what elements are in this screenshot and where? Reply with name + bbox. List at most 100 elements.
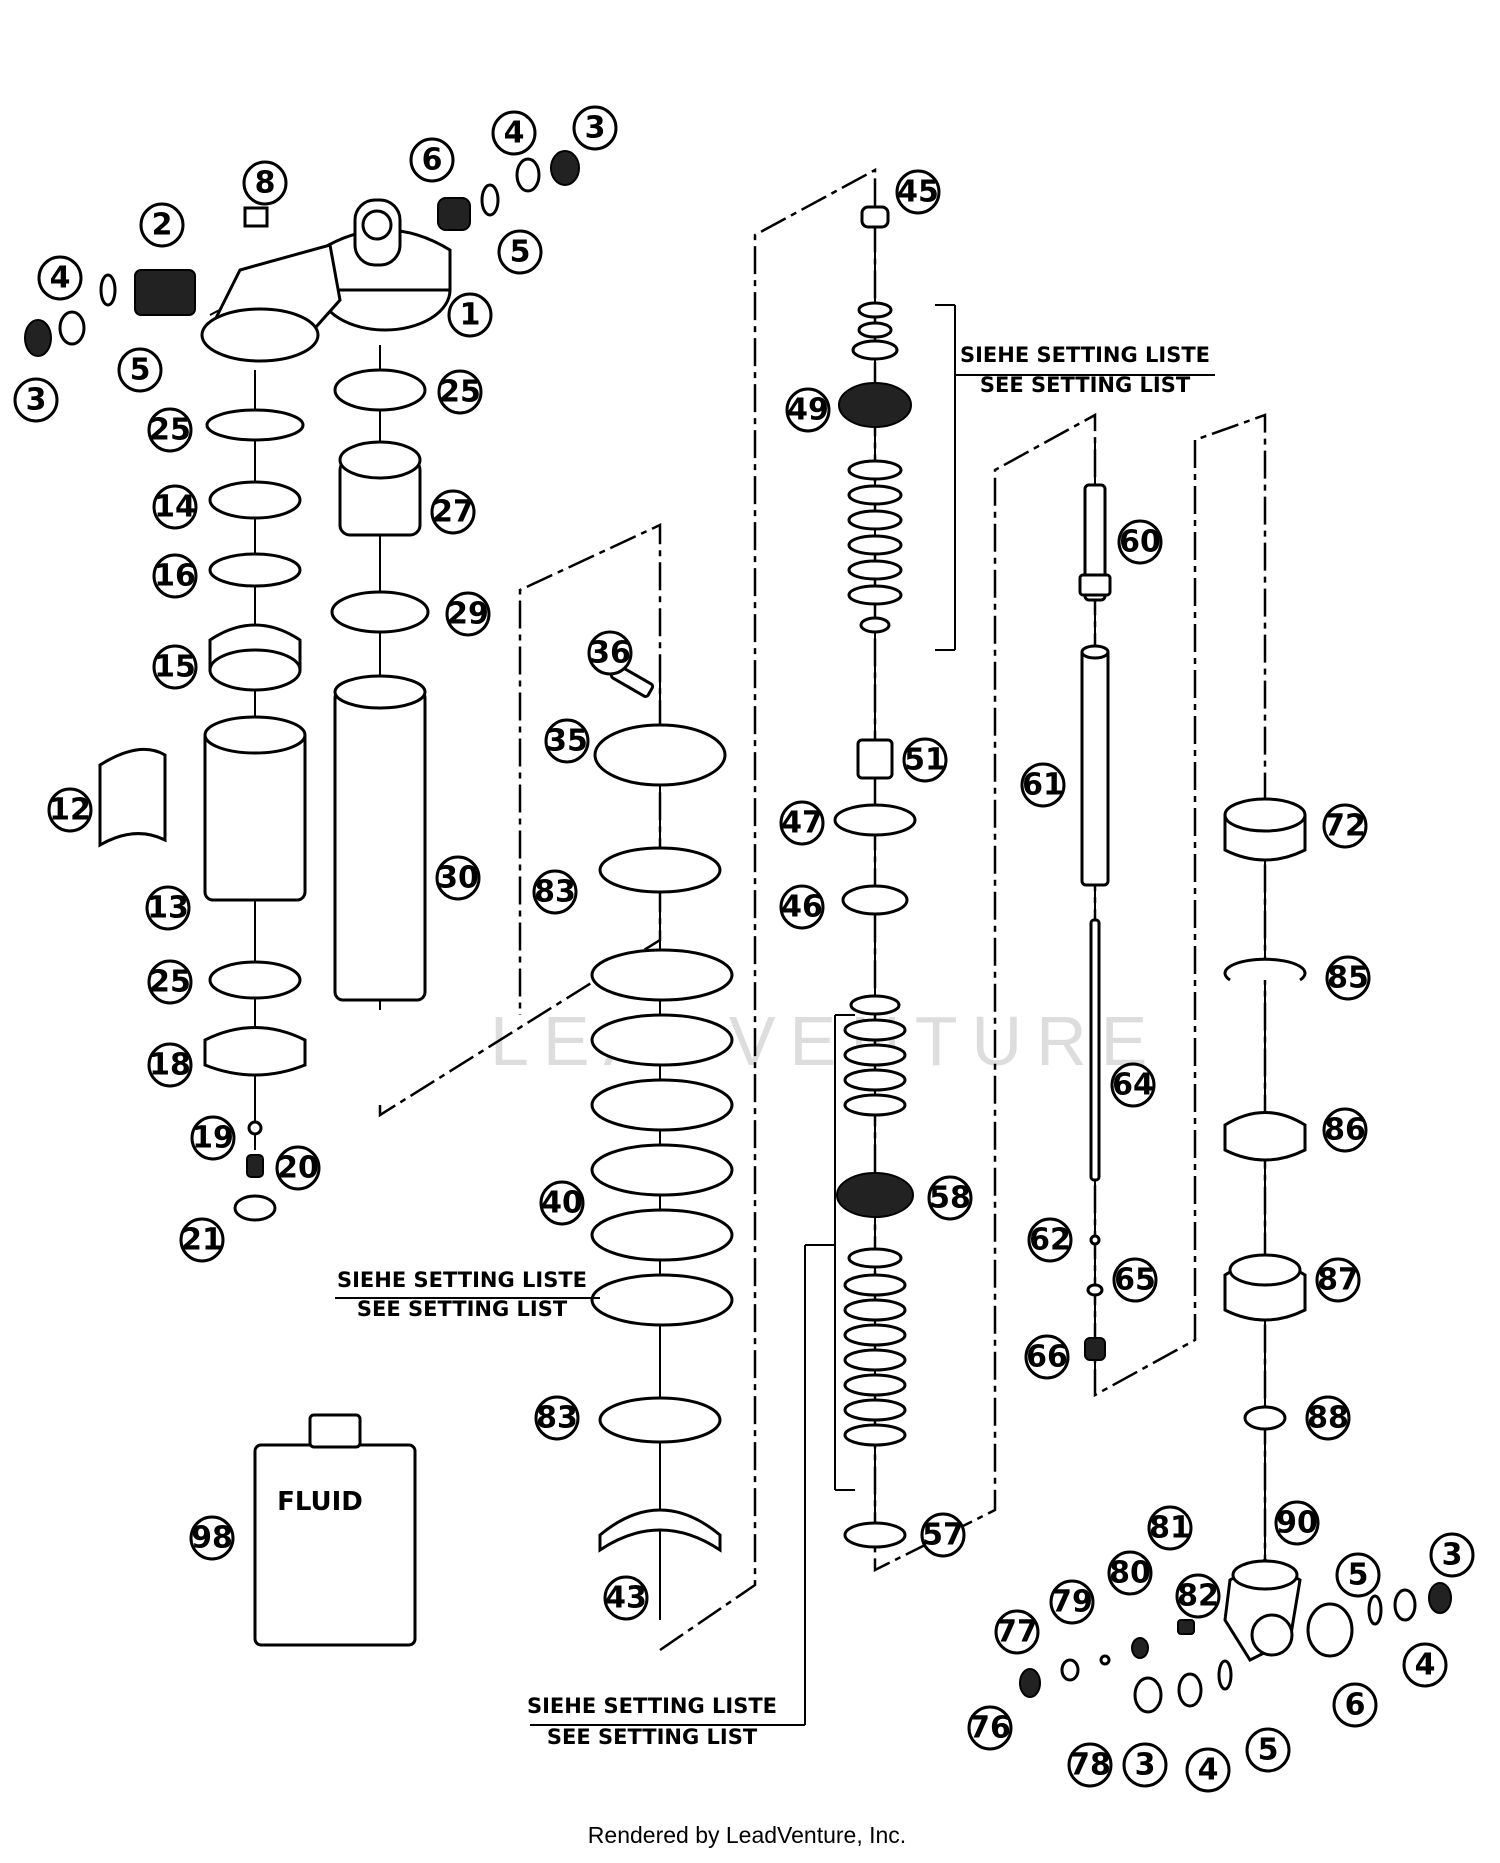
callout: 27 <box>430 489 476 535</box>
callout: 21 <box>179 1217 225 1263</box>
callout: 4 <box>37 255 83 301</box>
bottom-eye-assembly <box>1019 1558 1452 1714</box>
callout-label: 5 <box>1348 1558 1369 1593</box>
callout-label: 20 <box>277 1151 319 1186</box>
callout-label: 82 <box>1177 1579 1219 1614</box>
callout-label: 3 <box>585 111 606 146</box>
callout-label: 18 <box>149 1048 191 1083</box>
callout-label: 43 <box>605 1581 647 1616</box>
callout-label: 36 <box>589 636 631 671</box>
callout: 25 <box>147 959 193 1005</box>
callout-label: 19 <box>192 1121 234 1156</box>
left-column-parts <box>98 408 307 1222</box>
callout: 6 <box>1332 1682 1378 1728</box>
callout-label: 81 <box>1149 1511 1191 1546</box>
callout-label: 49 <box>787 393 829 428</box>
setting-note-line1: SIEHE SETTING LISTE <box>527 1694 777 1718</box>
callout: 19 <box>190 1115 236 1161</box>
callout: 3 <box>1429 1532 1475 1578</box>
callout: 57 <box>920 1512 966 1558</box>
callout-label: 14 <box>154 490 196 525</box>
callout-label: 79 <box>1051 1585 1093 1620</box>
callout-label: 4 <box>1198 1753 1219 1788</box>
callout: 12 <box>47 787 93 833</box>
callout: 3 <box>13 377 59 423</box>
callout: 49 <box>785 387 831 433</box>
callout-label: 72 <box>1324 809 1366 844</box>
callout: 43 <box>603 1575 649 1621</box>
callout: 80 <box>1107 1550 1153 1596</box>
callout: 15 <box>152 644 198 690</box>
callout: 16 <box>152 553 198 599</box>
callout: 61 <box>1020 762 1066 808</box>
callout: 77 <box>994 1609 1040 1655</box>
shock-head-assembly <box>24 150 580 363</box>
callout-label: 30 <box>437 861 479 896</box>
callout-label: 6 <box>422 143 443 178</box>
callout-label: 86 <box>1324 1113 1366 1148</box>
callout-label: 13 <box>147 891 189 926</box>
callout: 5 <box>1245 1727 1291 1773</box>
callout-label: 90 <box>1276 1506 1318 1541</box>
spring-column-parts <box>590 664 734 1553</box>
callout-label: 25 <box>149 965 191 1000</box>
setting-note-line2: SEE SETTING LIST <box>980 373 1191 397</box>
callout-label: 16 <box>154 559 196 594</box>
callout-label: 47 <box>781 806 823 841</box>
callout-label: 60 <box>1119 525 1161 560</box>
fluid-bottle: FLUID <box>253 1413 417 1647</box>
callout-label: 29 <box>447 597 489 632</box>
callout-label: 4 <box>50 261 71 296</box>
callout-label: 6 <box>1345 1688 1366 1723</box>
setting-note-line1: SIEHE SETTING LISTE <box>337 1268 587 1292</box>
callout-label: 51 <box>904 743 946 778</box>
callout-label: 3 <box>1442 1538 1463 1573</box>
callout: 72 <box>1322 803 1368 849</box>
callout-label: 5 <box>510 235 531 270</box>
setting-note-spring: SIEHE SETTING LISTE SEE SETTING LIST <box>335 1268 600 1321</box>
callout-label: 78 <box>1069 1748 1111 1783</box>
callout: 3 <box>572 105 618 151</box>
callout-label: 80 <box>1109 1556 1151 1591</box>
callout: 5 <box>117 347 163 393</box>
setting-note-line2: SEE SETTING LIST <box>547 1725 758 1749</box>
callout: 60 <box>1117 519 1163 565</box>
callout-label: 5 <box>1258 1733 1279 1768</box>
callout: 86 <box>1322 1107 1368 1153</box>
callout: 82 <box>1175 1573 1221 1619</box>
right-column-parts <box>1223 797 1307 1431</box>
callout: 98 <box>189 1515 235 1561</box>
callout: 4 <box>1402 1642 1448 1688</box>
callout: 79 <box>1049 1579 1095 1625</box>
callout-label: 25 <box>149 413 191 448</box>
callout-label: 83 <box>534 875 576 910</box>
callout: 90 <box>1274 1500 1320 1546</box>
callout: 78 <box>1067 1742 1113 1788</box>
callout-label: 88 <box>1307 1401 1349 1436</box>
credit-text: Rendered by LeadVenture, Inc. <box>588 1822 906 1848</box>
callout-label: 57 <box>922 1518 964 1553</box>
callout-label: 25 <box>439 375 481 410</box>
callout: 88 <box>1305 1395 1351 1441</box>
callout: 5 <box>497 229 543 275</box>
callout: 36 <box>587 630 633 676</box>
fluid-label: FLUID <box>277 1487 363 1517</box>
callout: 25 <box>147 407 193 453</box>
setting-note-bottom: SIEHE SETTING LISTE SEE SETTING LIST <box>527 1014 855 1749</box>
callout: 40 <box>539 1180 585 1226</box>
callout-label: 15 <box>154 650 196 685</box>
callout: 81 <box>1147 1505 1193 1551</box>
callout: 62 <box>1027 1217 1073 1263</box>
setting-note-line2: SEE SETTING LIST <box>357 1297 568 1321</box>
callout-label: 61 <box>1022 768 1064 803</box>
callout: 87 <box>1315 1257 1361 1303</box>
callout: 6 <box>409 137 455 183</box>
callout: 45 <box>895 169 941 215</box>
callout: 13 <box>145 885 191 931</box>
callout-label: 1 <box>460 298 481 333</box>
shim-stack-column-parts <box>833 205 917 1549</box>
callout-label: 64 <box>1112 1068 1154 1103</box>
callout: 5 <box>1335 1552 1381 1598</box>
callout-label: 4 <box>1415 1648 1436 1683</box>
